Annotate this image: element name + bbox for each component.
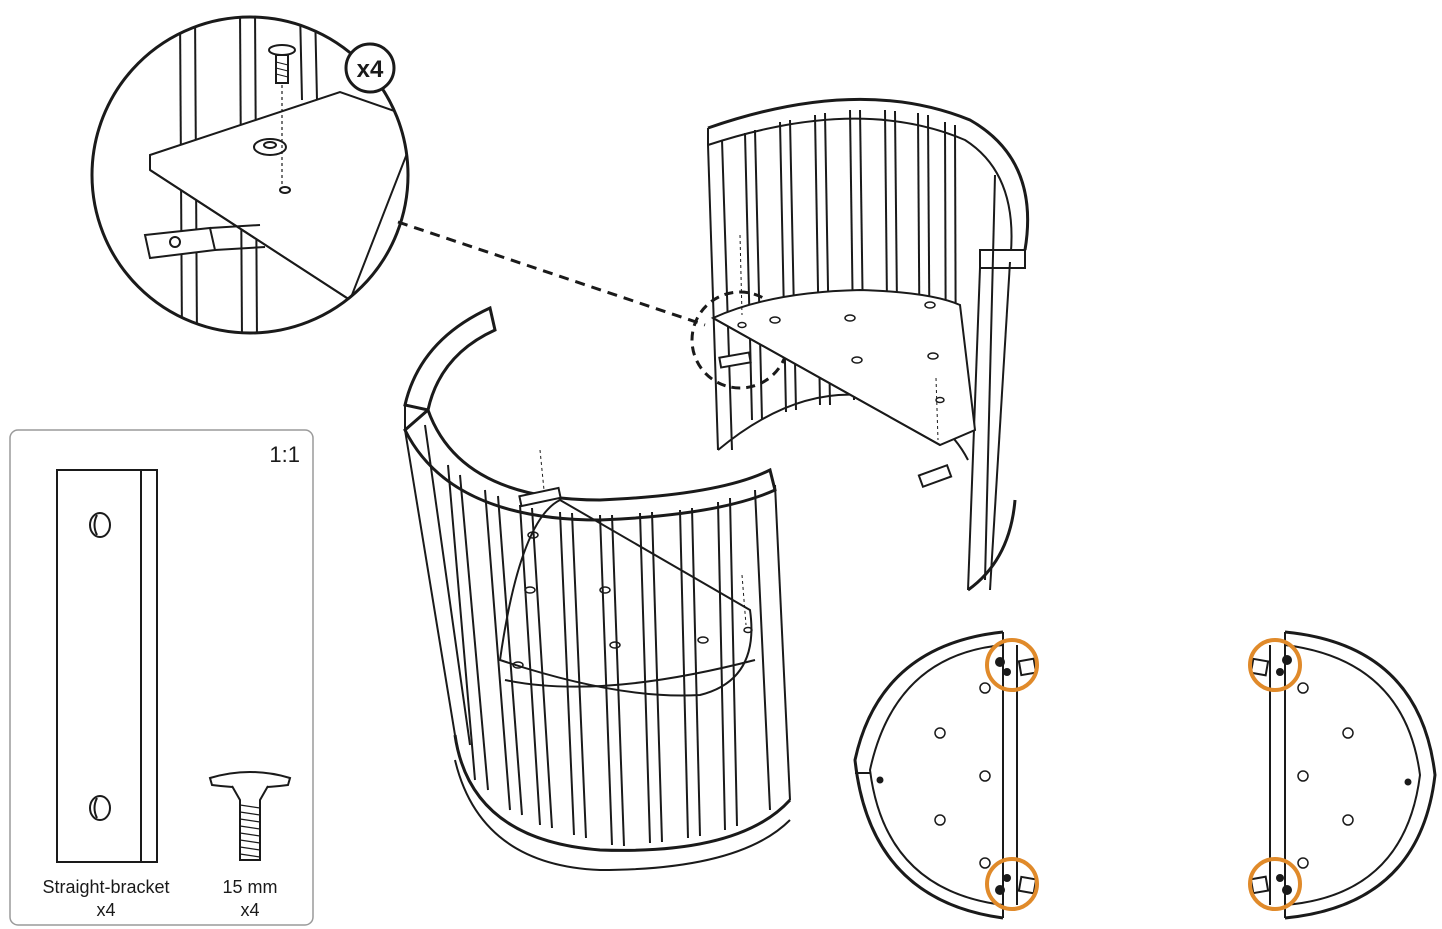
crib-half-right	[707, 97, 1030, 592]
quantity-label-x4: x4	[357, 56, 384, 83]
bracket-qty-label: x4	[96, 900, 115, 920]
screw-qty-label: x4	[240, 900, 259, 920]
bolt-icon	[208, 771, 292, 861]
bracket-name-label: Straight-bracket	[42, 877, 169, 897]
screw-size-label: 15 mm	[222, 877, 277, 897]
callout-leader-line	[397, 220, 706, 327]
top-view-right	[1249, 630, 1437, 920]
highlight-left-top	[985, 638, 1039, 692]
highlight-left-bottom	[985, 857, 1039, 911]
straight-bracket-icon	[56, 469, 158, 863]
highlight-right-bottom	[1248, 857, 1302, 911]
crib-half-left	[403, 305, 792, 872]
highlight-right-top	[1248, 638, 1302, 692]
scale-label: 1:1	[269, 442, 300, 467]
parts-box	[9, 429, 314, 926]
